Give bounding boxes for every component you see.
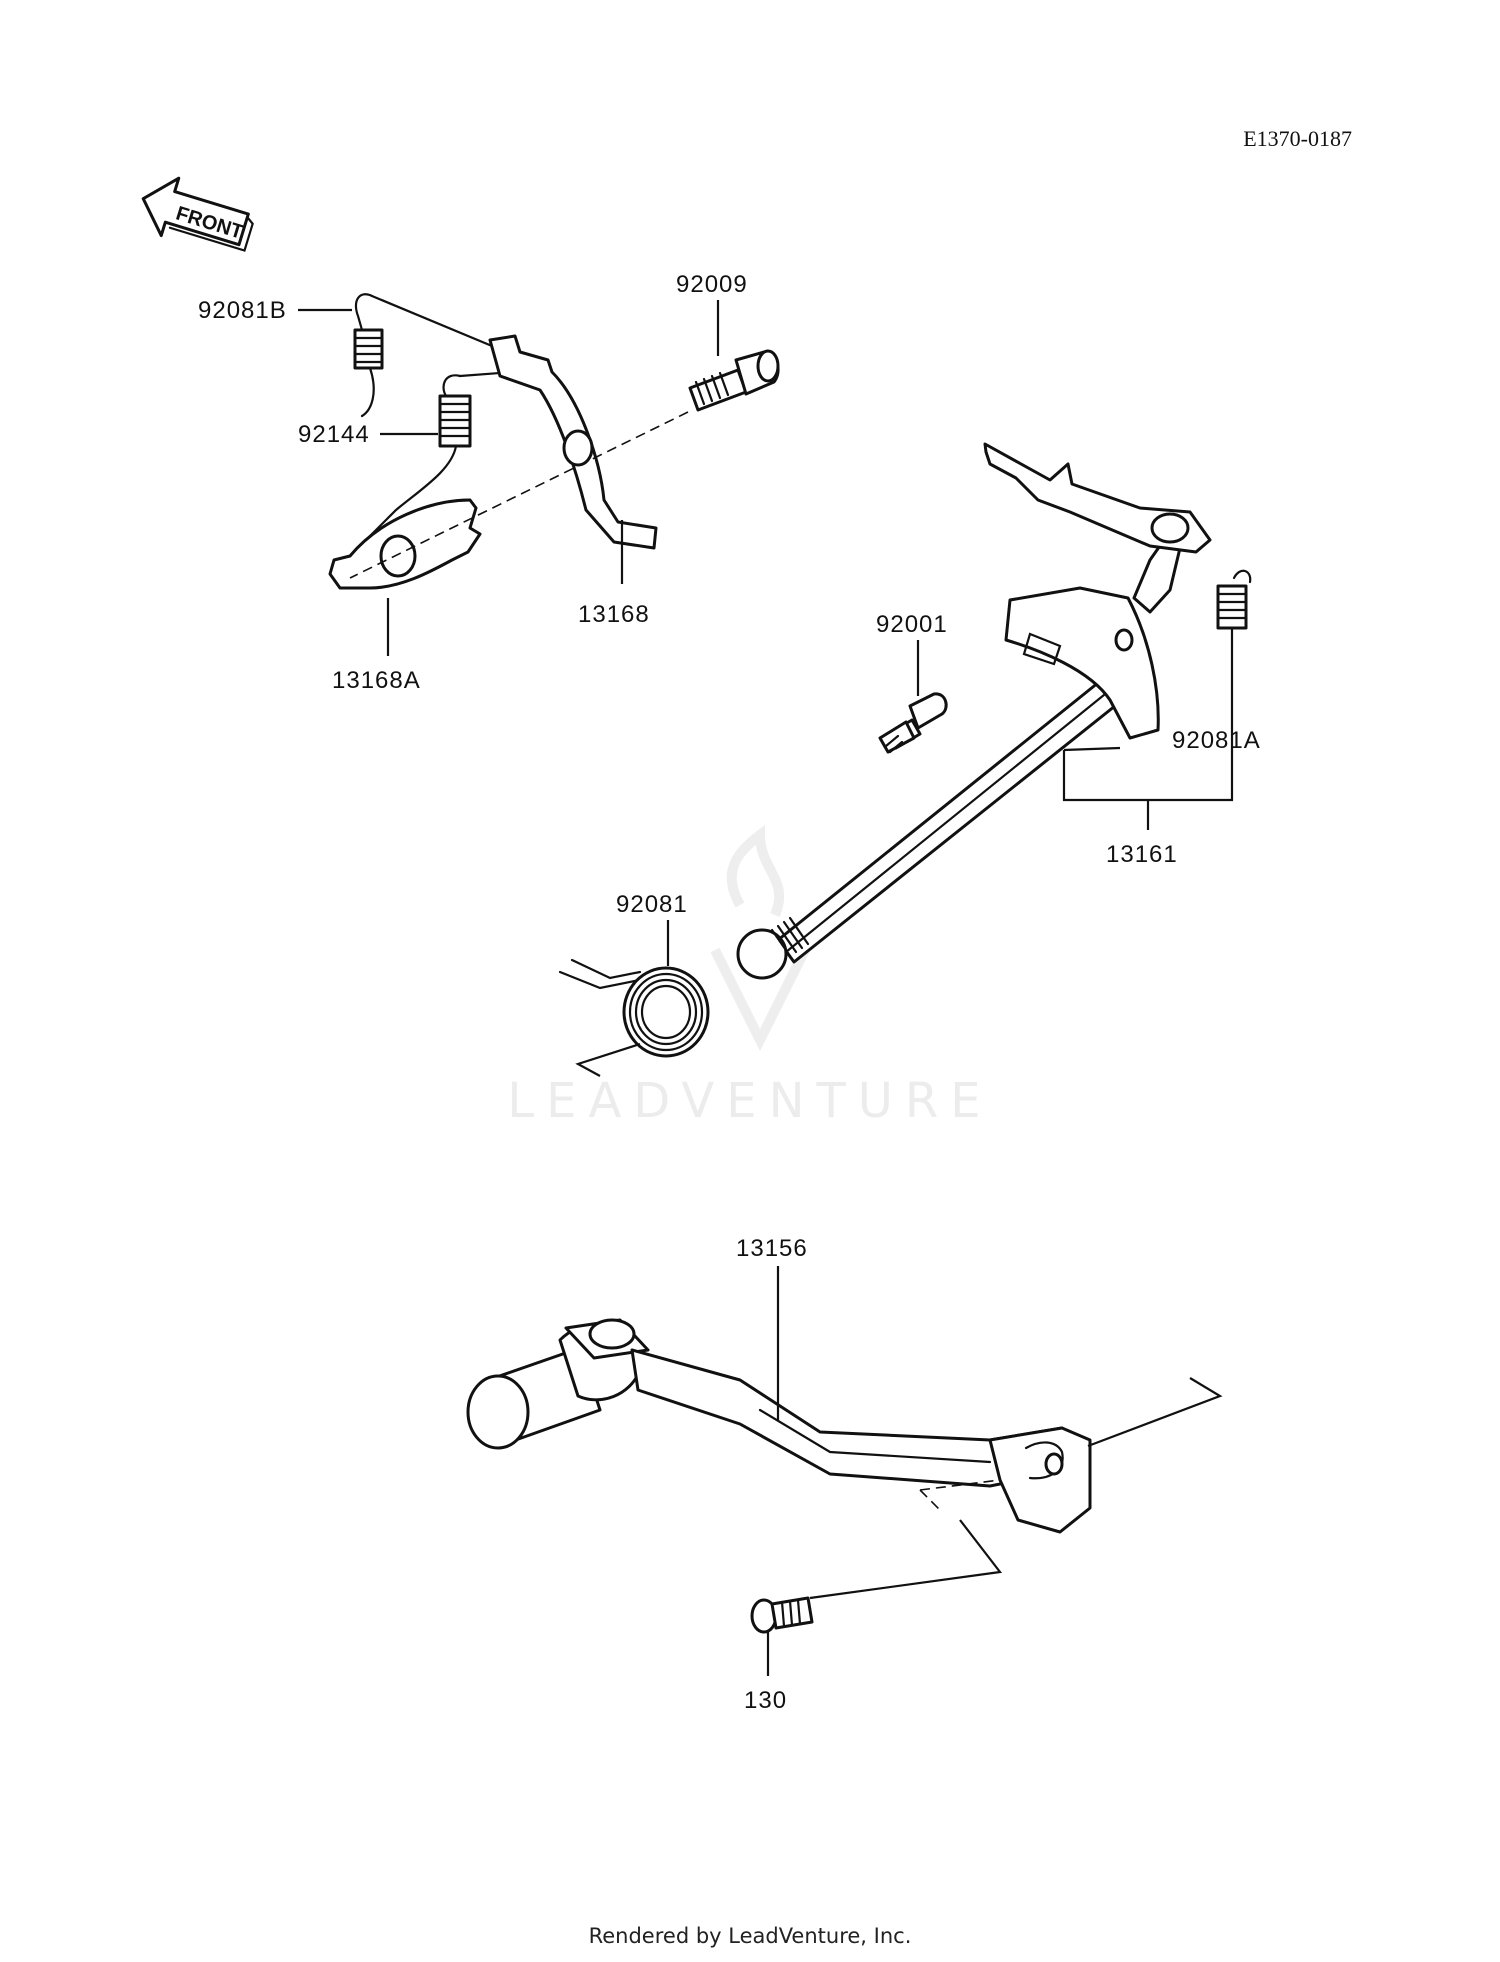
footer-credit: Rendered by LeadVenture, Inc. [588,1924,912,1948]
shift-pawl-13168a [328,498,482,590]
label-92009: 92009 [676,271,748,298]
spring-92081b [353,293,493,418]
label-13168a: 13168A [332,667,421,694]
watermark-text: LEADVENTURE [507,1073,992,1129]
label-92081: 92081 [616,891,688,918]
bolt-130 [750,1596,814,1634]
stud-92001 [878,692,948,754]
torsion-spring-92081 [558,958,710,1077]
shift-pedal-13156 [466,1318,1223,1600]
bolt-92009 [349,349,780,579]
label-92144: 92144 [298,421,370,448]
label-92001: 92001 [876,611,948,638]
label-92081a: 92081A [1172,727,1261,754]
shift-pawl-13168 [488,334,658,550]
spring-92144 [358,368,542,548]
diagram-reference-code: E1370-0187 [1243,126,1352,151]
shift-shaft-13161 [736,442,1212,980]
spring-92081a [1216,569,1252,642]
label-13168: 13168 [578,601,650,628]
label-130: 130 [744,1687,787,1714]
leadventure-watermark: LEADVENTURE [507,825,992,1129]
part-labels: 92081B 92009 92144 13168 13168A 92001 92… [198,271,1261,1714]
leader-lines [298,300,1234,1676]
front-arrow-icon: FRONT [141,176,254,252]
label-13156: 13156 [736,1235,808,1262]
label-13161: 13161 [1106,841,1178,868]
label-92081b: 92081B [198,297,287,324]
